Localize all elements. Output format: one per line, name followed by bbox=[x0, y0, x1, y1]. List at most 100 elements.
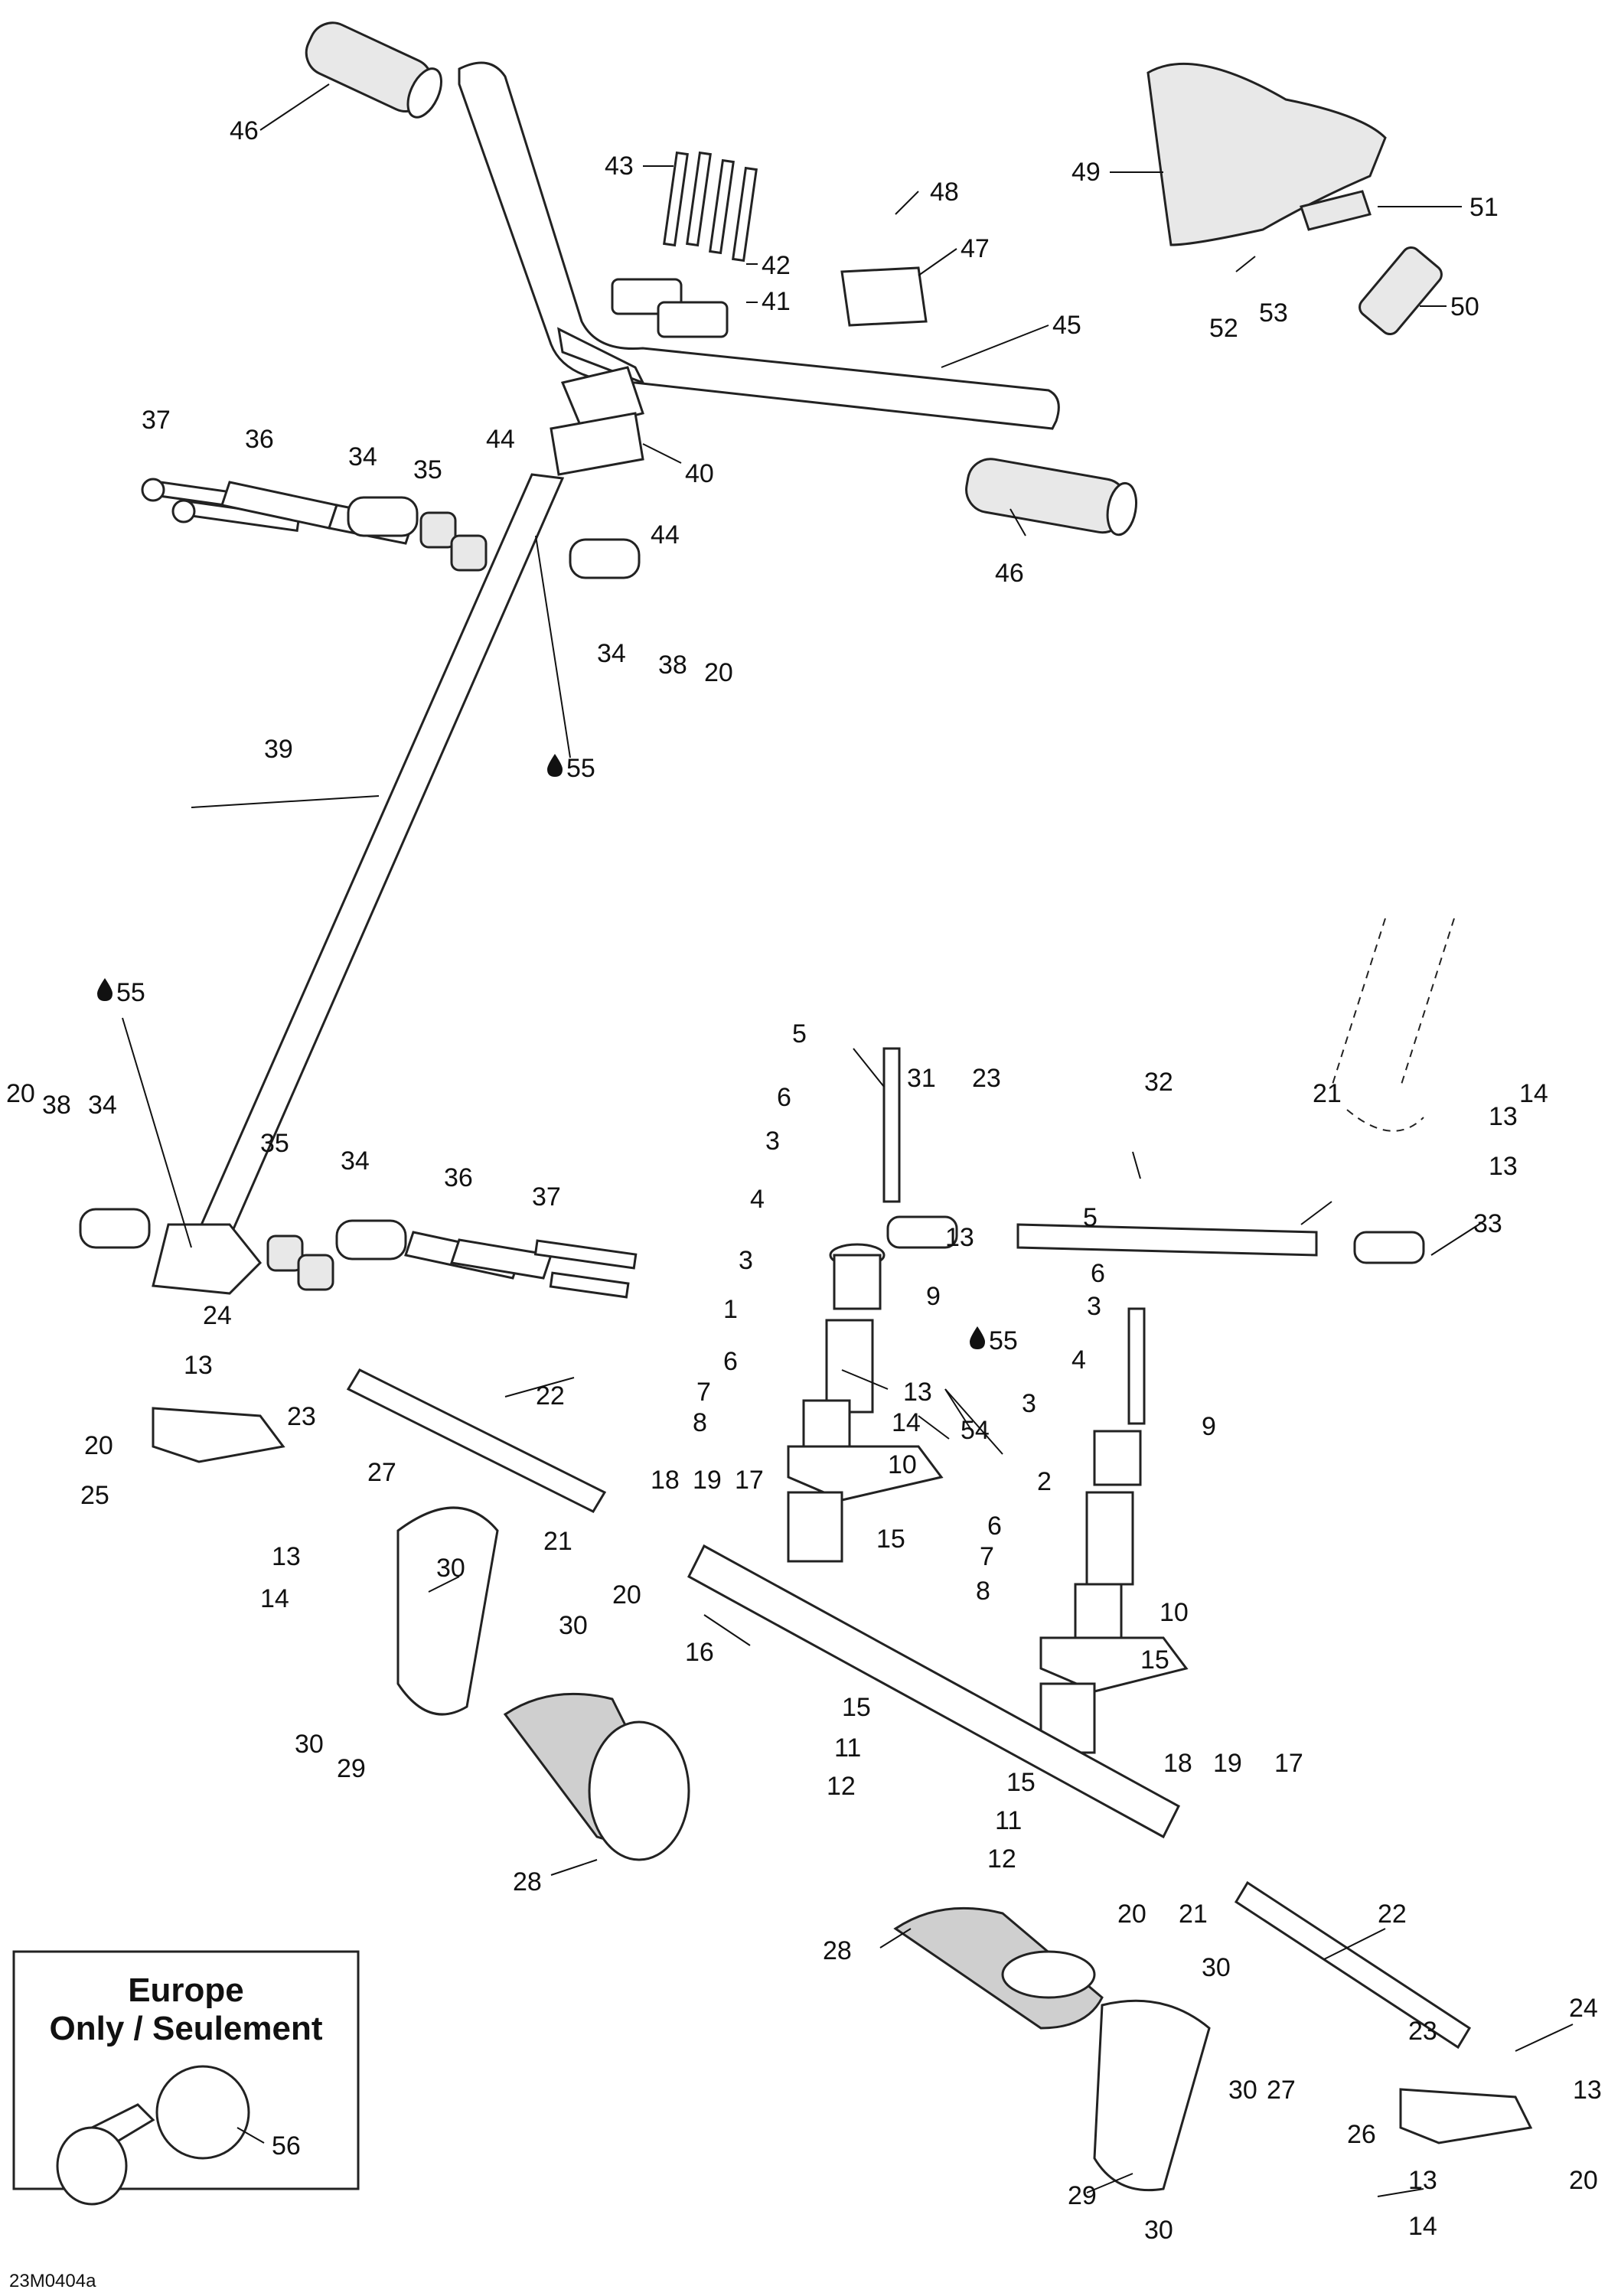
leaders bbox=[122, 83, 1574, 2197]
callout-23-left: 23 bbox=[287, 1402, 316, 1431]
callout-34-left: 34 bbox=[88, 1091, 117, 1120]
callout-39: 39 bbox=[264, 735, 293, 764]
oil-drop-icon bbox=[547, 754, 563, 777]
plate-right bbox=[1093, 1999, 1211, 2192]
return-spring bbox=[1358, 246, 1443, 336]
callout-9-b: 9 bbox=[1202, 1412, 1216, 1441]
callout-26: 26 bbox=[1347, 2120, 1376, 2149]
rod-end-31 bbox=[886, 1215, 958, 1249]
callout-11-a: 11 bbox=[834, 1733, 861, 1763]
callout-15-d: 15 bbox=[1006, 1768, 1036, 1797]
callout-13-top-right-a: 13 bbox=[1489, 1102, 1518, 1131]
steering-knuckle-arm-25 bbox=[152, 1407, 285, 1463]
callout-17-b: 17 bbox=[1274, 1749, 1303, 1778]
callout-21-lower: 21 bbox=[1179, 1900, 1208, 1929]
callout-4-a: 4 bbox=[750, 1185, 765, 1214]
callout-27-left: 27 bbox=[367, 1458, 396, 1487]
throttle-lever bbox=[1300, 190, 1372, 231]
callout-22-left: 22 bbox=[536, 1381, 565, 1411]
callout-56: 56 bbox=[272, 2131, 301, 2161]
steering-arm-2-stack bbox=[1039, 1307, 1189, 1754]
callout-13-right-a: 13 bbox=[1573, 2076, 1602, 2105]
handlebar bbox=[458, 61, 1060, 430]
boot-left bbox=[503, 1692, 690, 1861]
grease-55-mid: 55 bbox=[970, 1326, 1018, 1355]
callout-35-left: 35 bbox=[260, 1129, 289, 1158]
callout-49: 49 bbox=[1071, 158, 1101, 187]
tie-rod-right bbox=[1234, 1880, 1472, 2050]
callout-46-top: 46 bbox=[230, 116, 259, 145]
steering-column-foot bbox=[152, 1223, 263, 1295]
callout-48: 48 bbox=[930, 178, 959, 207]
svg-text:55: 55 bbox=[116, 978, 145, 1007]
boot-right bbox=[893, 1906, 1104, 2030]
steering-column bbox=[189, 473, 565, 1257]
callout-18-a: 18 bbox=[651, 1466, 680, 1495]
callout-24-right: 24 bbox=[1569, 1994, 1598, 2023]
parts-layer bbox=[12, 21, 1533, 2206]
callout-labels: 46 43 42 41 48 47 45 49 51 50 52 53 46 3… bbox=[6, 116, 1602, 2245]
callout-45: 45 bbox=[1052, 311, 1081, 340]
callout-47: 47 bbox=[961, 234, 990, 263]
callout-21-right: 21 bbox=[1313, 1079, 1342, 1108]
upper-linkage bbox=[141, 478, 641, 579]
callout-37-top: 37 bbox=[142, 406, 171, 435]
callout-13-a: 13 bbox=[945, 1223, 974, 1252]
callout-36-top: 36 bbox=[245, 425, 274, 454]
callout-20-right: 20 bbox=[1569, 2166, 1598, 2195]
callout-13-left-b: 13 bbox=[272, 1542, 301, 1571]
callout-34-mid: 34 bbox=[597, 639, 626, 668]
callout-14-right: 14 bbox=[1408, 2212, 1437, 2241]
callout-12-a: 12 bbox=[827, 1772, 856, 1801]
callout-1: 1 bbox=[723, 1295, 738, 1324]
callout-29-left: 29 bbox=[337, 1754, 366, 1783]
callout-30-d: 30 bbox=[1202, 1953, 1231, 1982]
callout-15-c: 15 bbox=[842, 1693, 871, 1722]
callout-38-top: 38 bbox=[658, 651, 687, 680]
callout-3-a: 3 bbox=[765, 1127, 780, 1156]
callout-24-left: 24 bbox=[203, 1301, 232, 1330]
reference-code: 23M0404a bbox=[9, 2271, 96, 2291]
callout-23-right: 23 bbox=[1408, 2017, 1437, 2046]
callout-43: 43 bbox=[605, 152, 634, 181]
grease-55-left: 55 bbox=[97, 978, 145, 1007]
callout-6-a: 6 bbox=[777, 1083, 791, 1112]
callout-20-left: 20 bbox=[6, 1079, 35, 1108]
clamp-lower bbox=[657, 301, 729, 338]
column-outline-dashed bbox=[1331, 918, 1455, 1132]
callout-38-left: 38 bbox=[42, 1091, 71, 1120]
callout-30-e: 30 bbox=[1228, 2076, 1257, 2105]
callout-36-lower: 36 bbox=[444, 1163, 473, 1192]
callout-12-b: 12 bbox=[987, 1844, 1016, 1874]
grip-top-left bbox=[305, 21, 442, 119]
callout-17-a: 17 bbox=[735, 1466, 764, 1495]
callout-32: 32 bbox=[1144, 1068, 1173, 1097]
callout-7-a: 7 bbox=[696, 1378, 711, 1407]
callout-4-b: 4 bbox=[1071, 1345, 1086, 1375]
oil-drop-icon bbox=[97, 978, 113, 1001]
callout-5-b: 5 bbox=[1083, 1203, 1098, 1232]
callout-15-a: 15 bbox=[876, 1525, 905, 1554]
callout-20-mid: 20 bbox=[612, 1580, 641, 1609]
callout-14-top-right: 14 bbox=[1519, 1079, 1548, 1108]
rod-end-33 bbox=[1353, 1231, 1425, 1264]
europe-box-line1: Europe bbox=[128, 1971, 244, 2009]
callout-14-a: 14 bbox=[892, 1408, 921, 1437]
callout-13-left-a: 13 bbox=[184, 1351, 213, 1380]
callout-19-a: 19 bbox=[693, 1466, 722, 1495]
callout-28-left: 28 bbox=[513, 1867, 542, 1896]
callout-51: 51 bbox=[1469, 193, 1499, 222]
callout-18-b: 18 bbox=[1163, 1749, 1192, 1778]
callout-40: 40 bbox=[685, 459, 714, 488]
callout-37-lower: 37 bbox=[532, 1182, 561, 1212]
callout-28-right: 28 bbox=[823, 1936, 852, 1965]
europe-box-line2: Only / Seulement bbox=[50, 2010, 323, 2047]
throttle-housing bbox=[1146, 62, 1387, 246]
steering-riser bbox=[560, 366, 644, 430]
callout-44-right: 44 bbox=[651, 520, 680, 550]
bolts-43 bbox=[663, 151, 758, 263]
callout-46-right: 46 bbox=[995, 559, 1024, 588]
callout-52: 52 bbox=[1209, 314, 1238, 343]
steering-arm-1-stack bbox=[787, 1047, 944, 1563]
callout-9-a: 9 bbox=[926, 1282, 941, 1311]
